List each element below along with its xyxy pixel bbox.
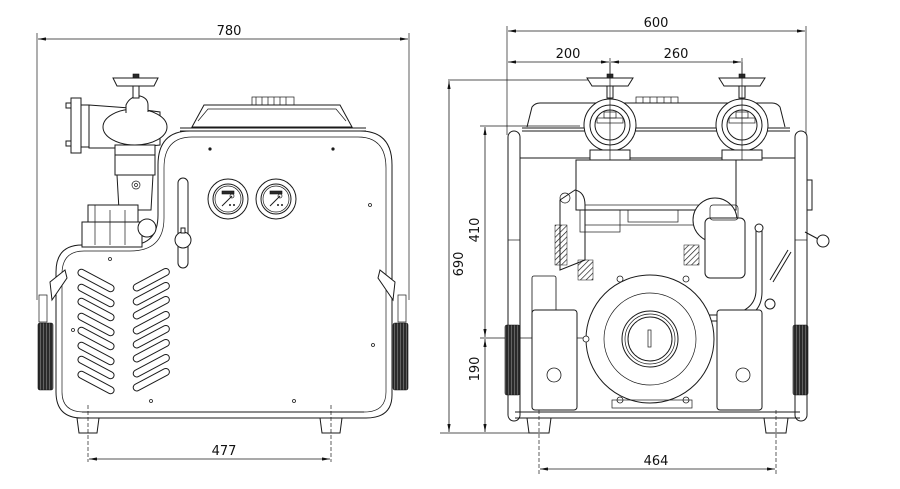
ventilation-slots — [77, 267, 170, 395]
dim-label-464: 464 — [644, 454, 669, 469]
dim-label-477: 477 — [212, 444, 237, 459]
fuel-tank-cover — [180, 96, 366, 132]
pump-volute — [582, 274, 715, 409]
side-carry-handle-right — [377, 269, 409, 391]
air-filter — [690, 197, 830, 322]
dim-label-780: 780 — [217, 24, 242, 39]
pressure-gauge-right — [255, 178, 297, 220]
front-carry-handles — [504, 324, 809, 396]
dim-label-600: 600 — [644, 16, 669, 31]
dim-label-200: 200 — [556, 47, 581, 62]
side-outlet-valve — [65, 73, 168, 248]
dimension-side-foot-spacing: 477 — [89, 444, 330, 461]
front-base-blocks — [531, 309, 763, 411]
dim-label-190: 190 — [468, 357, 483, 382]
pressure-gauge-left — [207, 178, 249, 220]
front-feet — [526, 410, 789, 474]
front-outlet-valve-left — [583, 62, 637, 161]
dimension-overall-width: 600 — [506, 16, 807, 135]
mounting-holes — [71, 147, 375, 403]
side-feet — [76, 405, 343, 462]
side-carry-handle-left — [37, 269, 68, 391]
side-view: 780 — [36, 24, 410, 462]
dim-label-260: 260 — [664, 47, 689, 62]
side-frame — [55, 130, 393, 419]
dim-label-410: 410 — [468, 218, 483, 243]
dim-label-690: 690 — [452, 252, 467, 277]
dimension-overall-height: 690 — [440, 79, 610, 434]
fuel-level-indicator — [174, 177, 192, 269]
front-view: 600 200 260 690 410 190 — [440, 16, 830, 474]
front-outlet-valve-right — [715, 62, 769, 161]
dimension-outlet-offsets: 200 260 — [508, 47, 743, 110]
dimension-front-foot-spacing: 464 — [540, 454, 775, 471]
dimension-overall-length: 780 — [36, 24, 410, 300]
